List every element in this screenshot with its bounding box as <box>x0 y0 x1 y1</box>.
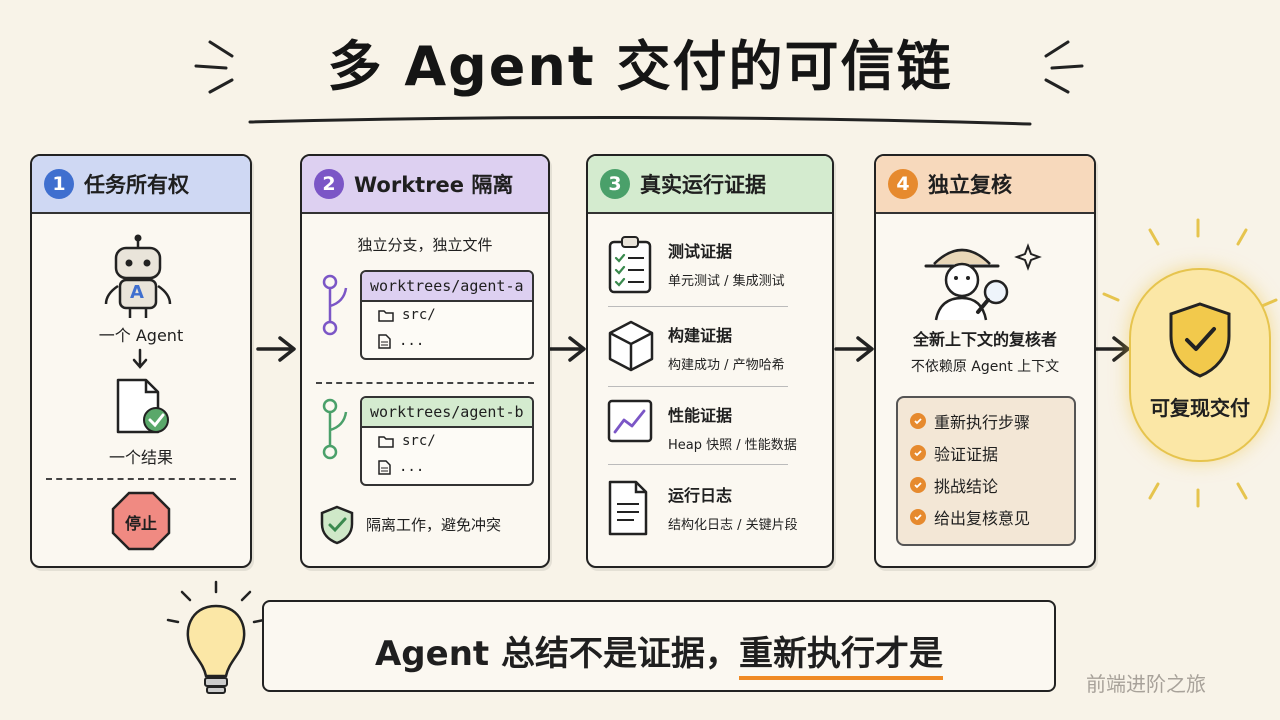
file-row: ... <box>362 454 532 480</box>
file-name: ... <box>399 459 425 475</box>
card-title: Worktree 隔离 <box>354 173 514 197</box>
stop-sign-icon <box>111 491 171 551</box>
review-step: 挑战结论 <box>898 469 1074 501</box>
card-title: 独立复核 <box>928 173 1012 197</box>
file-icon <box>378 333 391 349</box>
title-underline <box>248 115 1032 126</box>
card-task-ownership: 1 任务所有权 A 一个 Agent 一个结果 停止 <box>30 154 252 568</box>
review-step-label: 给出复核意见 <box>934 509 1031 528</box>
reviewer-subtitle: 不依赖原 Agent 上下文 <box>910 359 1060 375</box>
file-icon <box>378 459 391 475</box>
card-title: 真实运行证据 <box>640 173 766 197</box>
evidence-subtitle: 结构化日志 / 关键片段 <box>668 518 798 533</box>
step-number-badge: 4 <box>888 169 918 199</box>
card-title: 任务所有权 <box>84 173 189 197</box>
evidence-title: 性能证据 <box>668 406 733 425</box>
page-title: 多 Agent 交付的可信链 <box>327 35 953 98</box>
divider <box>608 464 788 465</box>
check-icon <box>910 413 926 429</box>
worktree-footer: 隔离工作，避免冲突 <box>366 516 502 534</box>
line-chart-icon <box>607 399 653 443</box>
card-header: 4 独立复核 <box>876 156 1094 214</box>
evidence-item-performance: 性能证据 Heap 快照 / 性能数据 <box>602 392 797 470</box>
step-number-badge: 1 <box>44 169 74 199</box>
git-branch-icon <box>322 398 348 460</box>
badge-label: 可复现交付 <box>1150 396 1250 420</box>
card-header: 3 真实运行证据 <box>588 156 832 214</box>
divider <box>608 386 788 387</box>
evidence-subtitle: Heap 快照 / 性能数据 <box>668 438 797 453</box>
arrow-down-icon <box>132 348 148 369</box>
git-branch-icon <box>322 274 348 336</box>
folder-row: src/ <box>362 302 532 328</box>
review-step: 验证证据 <box>898 437 1074 469</box>
card-header: 1 任务所有权 <box>32 156 250 214</box>
clipboard-checklist-icon <box>608 236 652 294</box>
dashed-divider <box>316 382 534 384</box>
evidence-item-build: 构建证据 构建成功 / 产物哈希 <box>602 312 794 390</box>
review-steps-list: 重新执行步骤 验证证据 挑战结论 给出复核意见 <box>896 396 1076 546</box>
folder-icon <box>378 309 394 322</box>
conclusion-banner: Agent 总结不是证据，重新执行才是 <box>262 600 1056 692</box>
evidence-item-tests: 测试证据 单元测试 / 集成测试 <box>602 228 794 306</box>
robot-icon <box>104 234 172 318</box>
evidence-subtitle: 构建成功 / 产物哈希 <box>668 358 785 373</box>
reproducible-delivery-badge: 可复现交付 <box>1129 268 1271 462</box>
check-icon <box>910 445 926 461</box>
card-worktree-isolation: 2 Worktree 隔离 独立分支，独立文件 worktrees/agent-… <box>300 154 550 568</box>
worktree-b-panel: worktrees/agent-b src/ ... <box>360 396 534 486</box>
label-one-result: 一个结果 <box>108 448 173 467</box>
review-step-label: 验证证据 <box>934 445 999 464</box>
review-step: 给出复核意见 <box>898 501 1074 533</box>
check-icon <box>910 477 926 493</box>
banner-text-part1: Agent 总结不是证据， <box>374 634 739 674</box>
document-icon <box>608 480 648 536</box>
evidence-title: 构建证据 <box>668 326 733 345</box>
divider <box>608 306 788 307</box>
reviewer-with-magnifier-icon <box>924 243 1042 321</box>
banner-text-emphasis: 重新执行才是 <box>739 634 943 680</box>
label-one-agent: 一个 Agent <box>98 326 184 345</box>
evidence-title: 运行日志 <box>668 486 733 505</box>
file-name: ... <box>399 333 425 349</box>
worktree-subtitle: 独立分支，独立文件 <box>357 236 493 254</box>
shield-check-icon <box>1169 302 1231 378</box>
lightbulb-icon <box>166 580 266 694</box>
worktree-a-name: worktrees/agent-a <box>362 272 532 302</box>
step-number-badge: 3 <box>600 169 630 199</box>
check-icon <box>910 509 926 525</box>
watermark: 前端进阶之旅 <box>1086 672 1206 696</box>
evidence-subtitle: 单元测试 / 集成测试 <box>668 274 785 289</box>
review-step: 重新执行步骤 <box>898 405 1074 437</box>
file-row: ... <box>362 328 532 354</box>
card-independent-review: 4 独立复核 全新上下文的复核者 不依赖原 Agent 上下文 重新执行步骤 验… <box>874 154 1096 568</box>
card-runtime-evidence: 3 真实运行证据 测试证据 单元测试 / 集成测试 构建证据 构建成功 / 产物… <box>586 154 834 568</box>
worktree-b-name: worktrees/agent-b <box>362 398 532 428</box>
banner-text: Agent 总结不是证据，重新执行才是 <box>264 626 1054 680</box>
card-header: 2 Worktree 隔离 <box>302 156 548 214</box>
folder-name: src/ <box>402 307 436 323</box>
review-step-label: 重新执行步骤 <box>934 413 1031 432</box>
evidence-title: 测试证据 <box>668 242 733 261</box>
folder-icon <box>378 435 394 448</box>
folder-row: src/ <box>362 428 532 454</box>
worktree-a-panel: worktrees/agent-a src/ ... <box>360 270 534 360</box>
document-check-icon <box>116 378 169 434</box>
shield-check-icon <box>320 505 354 545</box>
box-icon <box>608 320 654 372</box>
review-step-label: 挑战结论 <box>934 477 999 496</box>
robot-letter: A <box>130 282 144 303</box>
reviewer-title: 全新上下文的复核者 <box>912 330 1057 349</box>
stop-label: 停止 <box>124 514 157 533</box>
dashed-divider <box>46 478 236 480</box>
folder-name: src/ <box>402 433 436 449</box>
step-number-badge: 2 <box>314 169 344 199</box>
evidence-item-logs: 运行日志 结构化日志 / 关键片段 <box>602 472 798 550</box>
